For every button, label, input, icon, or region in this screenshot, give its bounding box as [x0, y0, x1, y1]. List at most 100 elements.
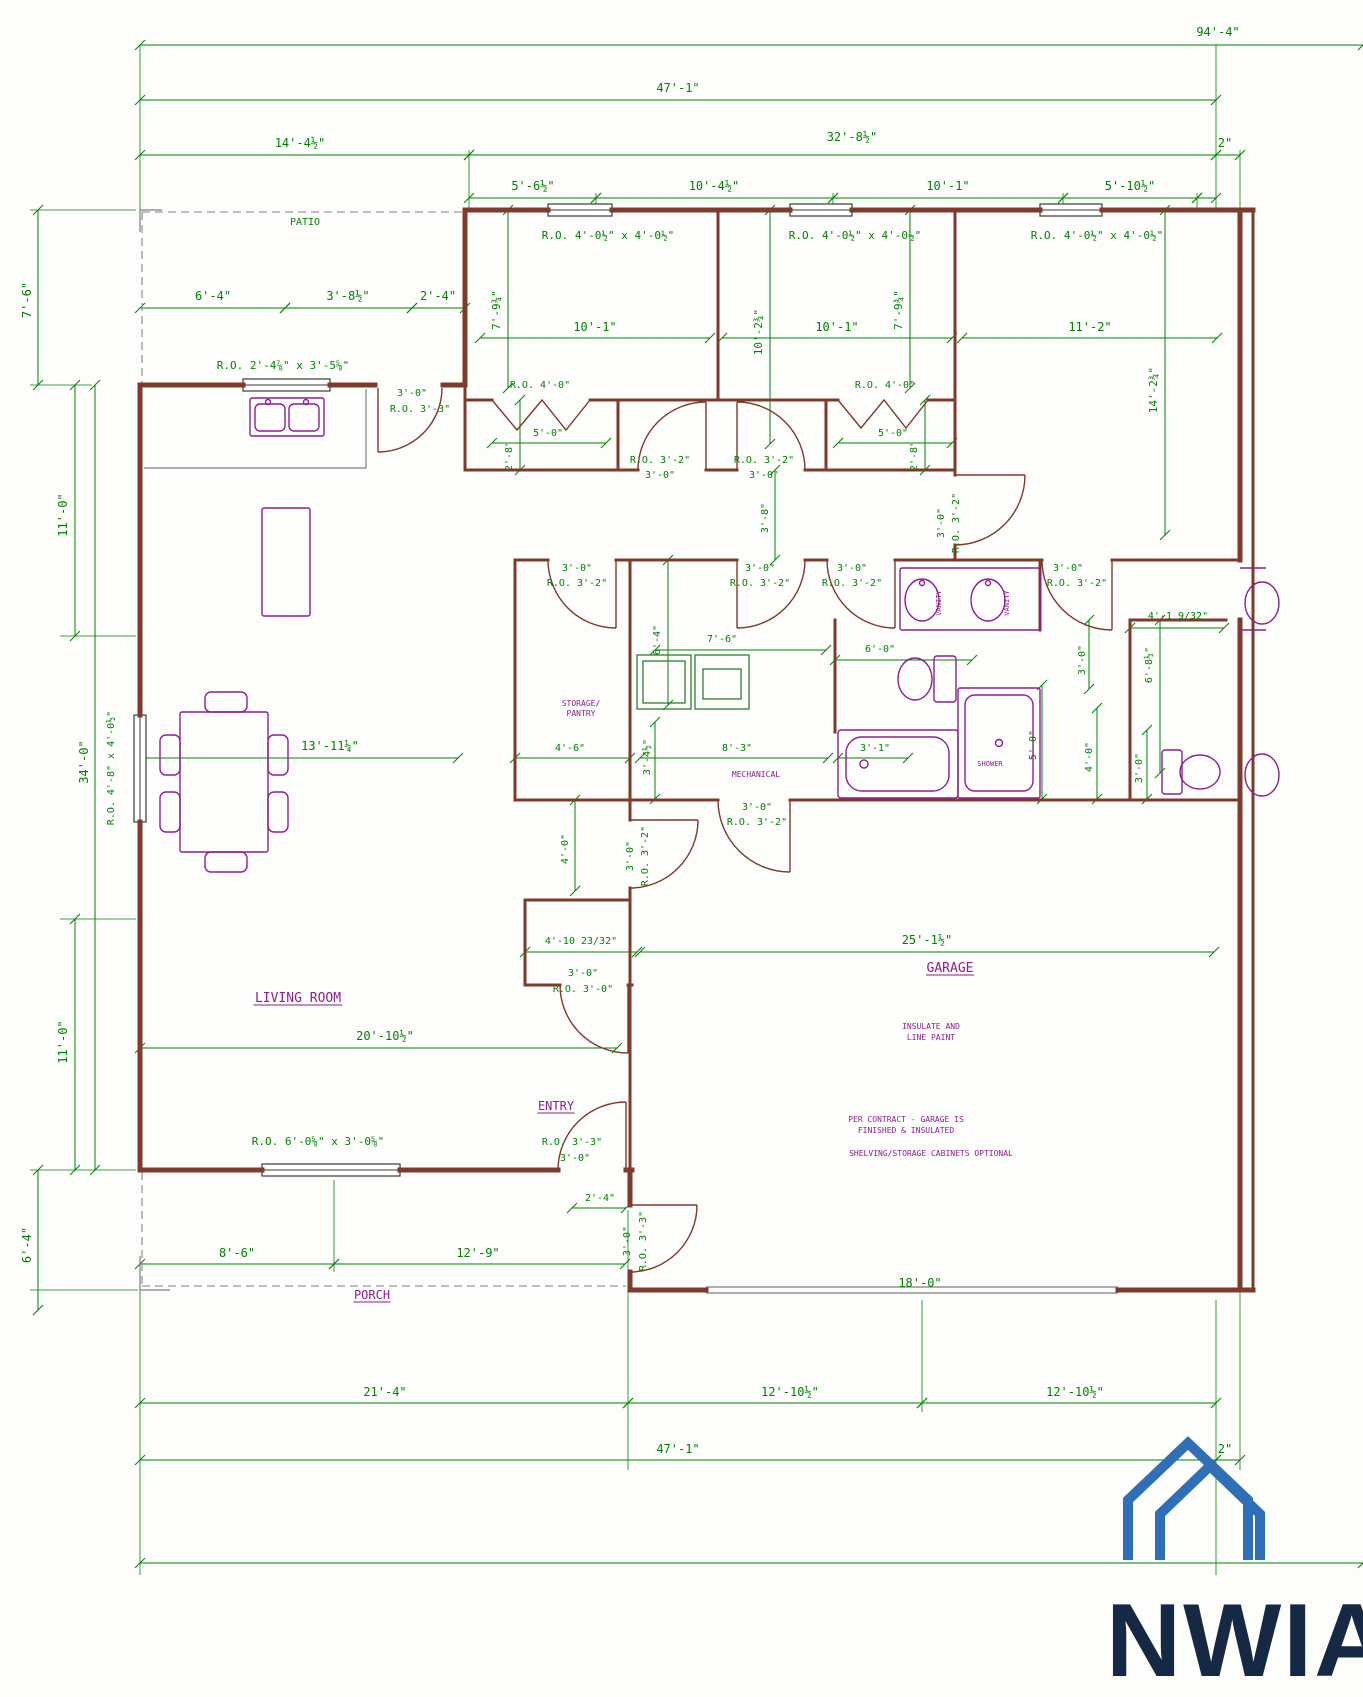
fixture [264, 398, 272, 406]
dimension-tick [32, 1304, 44, 1316]
dimension-tick [1191, 192, 1203, 204]
dimension-tick [134, 149, 146, 161]
dimension-text: 10'-4½" [689, 179, 740, 193]
dimension-text: R.O. 3'-2" [1047, 578, 1107, 589]
dimension-tick [619, 1258, 631, 1270]
fixture [899, 567, 1041, 631]
dimension-text: 3'-0" [568, 968, 598, 979]
dimension-text: 2'-8" [909, 441, 920, 471]
door-swing-arc [557, 1101, 627, 1171]
dimension-tick [649, 644, 661, 656]
dimension-tick [634, 752, 646, 764]
dimension-text: R.O. 4'-0" [855, 380, 915, 391]
fixture [204, 691, 248, 713]
door-swing-arc [559, 984, 629, 1054]
room-label: PER CONTRACT - GARAGE IS [848, 1115, 964, 1124]
dimension-text: 3'-8" [760, 503, 771, 533]
dimension-text: PATIO [290, 217, 320, 228]
dimension-text: 2" [1218, 1442, 1232, 1456]
door-swing-arc [736, 401, 806, 471]
dimension-text: 2'-4" [585, 1193, 615, 1204]
dimension-text: 7'-6" [707, 634, 737, 645]
dimension-tick [1218, 622, 1230, 634]
dimension-tick [1210, 192, 1222, 204]
dimension-tick [1211, 332, 1223, 344]
dimension-text: R.O. 3'-2" [822, 578, 882, 589]
door-swing-arc [826, 559, 896, 629]
dimension-tick [452, 752, 464, 764]
dimension-tick [1210, 149, 1222, 161]
dimension-text: 11'-0" [56, 1020, 70, 1063]
dimension-text: 12'-9" [456, 1246, 499, 1260]
dimension-tick [486, 437, 498, 449]
dimension-text: 4'-0" [1084, 742, 1095, 772]
fixture [933, 655, 957, 703]
dimension-text: 7'-6" [20, 282, 34, 318]
dimension-text: R.O. 3'-2" [640, 826, 651, 886]
appliance [642, 660, 686, 704]
dimension-tick [1141, 724, 1153, 736]
fixture [957, 687, 1041, 799]
dimension-tick [769, 554, 781, 566]
logo-house-inner-icon [1155, 1459, 1265, 1560]
door-swing-arc [637, 401, 707, 471]
dimension-text: R.O. 3'-2" [727, 817, 787, 828]
dimension-text: 8'-3" [722, 743, 752, 754]
fixture [859, 759, 869, 769]
dimension-text: R.O. 4'-8" x 4'-0½" [105, 711, 117, 825]
dimension-text: 3'-0" [645, 470, 675, 481]
dimension-tick [474, 332, 486, 344]
dimension-text: R.O. 3'-2" [951, 493, 962, 553]
dimension-text: 34'-0" [77, 740, 91, 783]
room-label: PANTRY [567, 709, 596, 718]
dimension-tick [649, 716, 661, 728]
dimension-text: 12'-10½" [761, 1385, 819, 1399]
dimension-tick [1083, 683, 1095, 695]
dimension-tick [832, 437, 844, 449]
dimension-text: 2" [1218, 136, 1232, 150]
door-swing-arc [954, 474, 1026, 546]
room-label: FINISHED & INSULATED [858, 1126, 955, 1135]
room-label: LIVING ROOM [255, 991, 341, 1006]
fixture [254, 403, 286, 432]
room-label: SHELVING/STORAGE CABINETS OPTIONAL [849, 1149, 1013, 1158]
dimension-tick [919, 394, 931, 406]
dimension-text: R.O. 2'-4⅞" x 3'-5⅝" [217, 359, 349, 372]
dimension-text: R.O. 4'-0½" x 4'-0½" [1031, 229, 1163, 242]
dimension-tick [1357, 1562, 1363, 1569]
dimension-text: 3'-0" [745, 563, 775, 574]
fixture [261, 507, 311, 617]
dimension-tick [902, 752, 914, 764]
dimension-tick [566, 1202, 578, 1214]
dimension-tick [820, 644, 832, 656]
dimension-tick [134, 39, 146, 51]
dimension-tick [32, 204, 44, 216]
dimension-text: R.O. 3'-3" [390, 404, 450, 415]
door-swing-arc [629, 1204, 698, 1273]
dimension-text: 10'-1" [926, 179, 969, 193]
dimension-text: R.O. 4'-0½" x 4'-0½" [789, 229, 921, 242]
fixture [918, 579, 926, 587]
dimension-tick [69, 913, 81, 925]
fixture [1244, 581, 1280, 625]
fixture [249, 397, 325, 437]
dimension-text: 32'-8½" [827, 130, 878, 144]
room-label: VANITY [1003, 590, 1011, 616]
logo-text: NWIA [1106, 1583, 1363, 1697]
dimension-text: 3'-0" [936, 508, 947, 538]
room-label: MECHANICAL [732, 770, 780, 779]
dimension-text: 3'-0" [1134, 753, 1145, 783]
dimension-text: 21'-4" [363, 1385, 406, 1399]
dimension-text: R.O. 3'-2" [630, 455, 690, 466]
dimension-text: R.O. 3'-2" [734, 455, 794, 466]
dimension-text: 5'-6½" [511, 179, 554, 193]
dimension-text: 11'-0" [56, 493, 70, 536]
room-label: STORAGE/ [562, 699, 601, 708]
dimension-text: 20'-10½" [356, 1029, 414, 1043]
dimension-text: 3'-1" [860, 743, 890, 754]
fixture [204, 851, 248, 873]
fixture [1244, 753, 1280, 797]
room-label: GARAGE [927, 961, 974, 976]
fixture [845, 736, 950, 792]
